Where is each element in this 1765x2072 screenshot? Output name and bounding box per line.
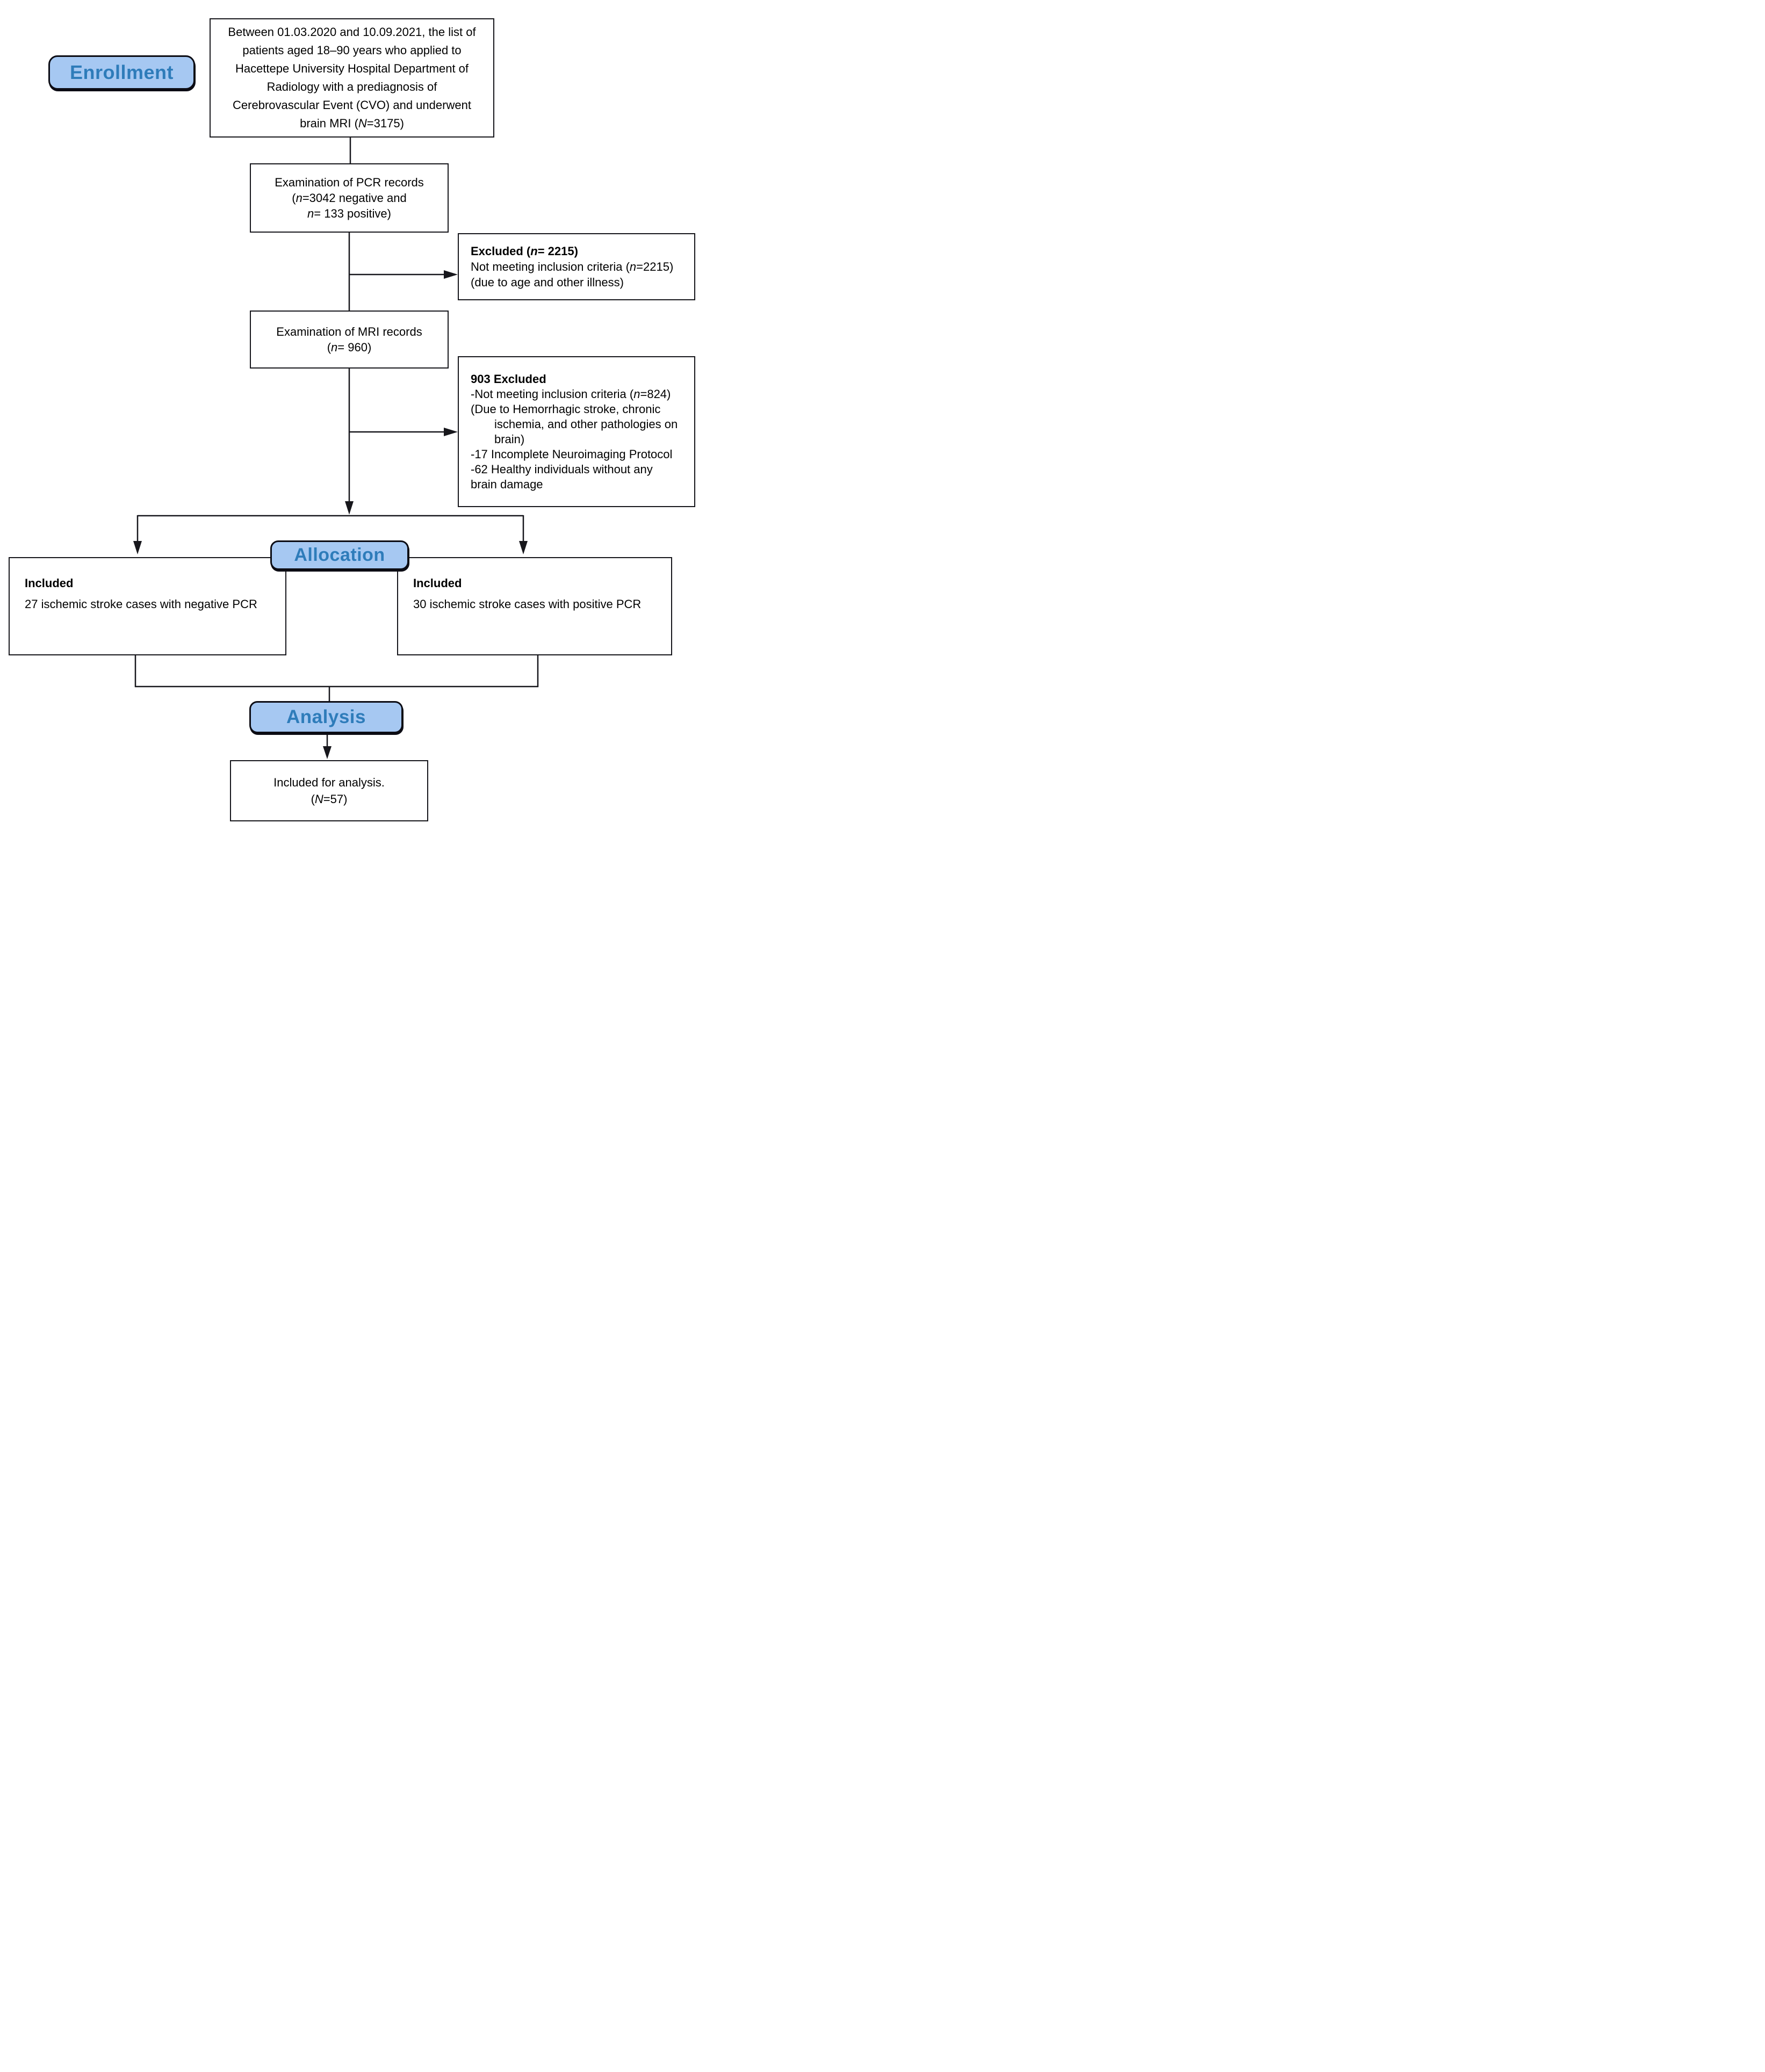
box-line: -17 Incomplete Neuroimaging Protocol [471, 447, 673, 461]
flow-diagram: Enrollment Allocation Analysis Between 0… [0, 0, 706, 829]
box-line: Examination of MRI records [276, 325, 422, 338]
box-line: Not meeting inclusion criteria (n=2215) [471, 260, 674, 273]
box-excluded-mri: 903 Excluded-Not meeting inclusion crite… [458, 356, 695, 507]
arrowhead-included-positive [519, 541, 528, 554]
box-line: -Not meeting inclusion criteria (n=824) [471, 387, 671, 401]
box-line: (n=3042 negative and [292, 191, 407, 205]
arrowhead-included-negative [133, 541, 142, 554]
arrowhead-excluded-mri [444, 428, 458, 436]
box-line: brain MRI (N=3175) [300, 117, 404, 130]
box-line: Hacettepe University Hospital Department… [235, 62, 469, 75]
arrowhead-allocation [345, 501, 354, 515]
box-line: Cerebrovascular Event (CVO) and underwen… [233, 98, 471, 112]
box-line: 27 ischemic stroke cases with negative P… [25, 597, 257, 611]
box-line: (due to age and other illness) [471, 276, 624, 289]
arrowhead-excluded-pcr [444, 270, 458, 279]
box-line: Radiology with a prediagnosis of [266, 80, 437, 93]
box-line: brain) [494, 432, 525, 446]
stage-label-enrollment: Enrollment [48, 55, 195, 90]
box-title: Included [25, 576, 74, 590]
box-excluded-pcr: Excluded (n= 2215) Not meeting inclusion … [458, 233, 695, 300]
box-line: patients aged 18–90 years who applied to [242, 44, 462, 57]
box-line: 30 ischemic stroke cases with positive P… [413, 597, 642, 611]
box-line: (N=57) [311, 792, 348, 806]
box-line: brain damage [471, 477, 543, 491]
stage-label-analysis: Analysis [249, 701, 403, 733]
box-mri-records: Examination of MRI records (n= 960) [250, 311, 449, 369]
box-pcr-records: Examination of PCR records (n=3042 negati… [250, 163, 449, 233]
box-line: (Due to Hemorrhagic stroke, chronic [471, 402, 661, 416]
box-final-analysis: Included for analysis. (N=57) [230, 760, 428, 821]
box-line: ischemia, and other pathologies on [494, 417, 678, 431]
box-line: n= 133 positive) [307, 207, 391, 220]
box-line: Between 01.03.2020 and 10.09.2021, the l… [228, 25, 476, 39]
box-included-negative-pcr: Included 27 ischemic stroke cases with ne… [9, 557, 286, 655]
box-line: Included for analysis. [273, 776, 385, 789]
stage-label-allocation: Allocation [270, 540, 409, 570]
box-title: Included [413, 576, 462, 590]
box-title: 903 Excluded [471, 372, 546, 386]
box-initial-cohort: Between 01.03.2020 and 10.09.2021, the l… [210, 18, 494, 138]
box-title: Excluded (n= 2215) [471, 244, 578, 258]
box-line: (n= 960) [327, 341, 372, 354]
arrowhead-final [323, 746, 332, 759]
box-line: Examination of PCR records [275, 176, 424, 189]
box-included-positive-pcr: Included 30 ischemic stroke cases with po… [397, 557, 672, 655]
box-line: -62 Healthy individuals without any [471, 462, 653, 476]
